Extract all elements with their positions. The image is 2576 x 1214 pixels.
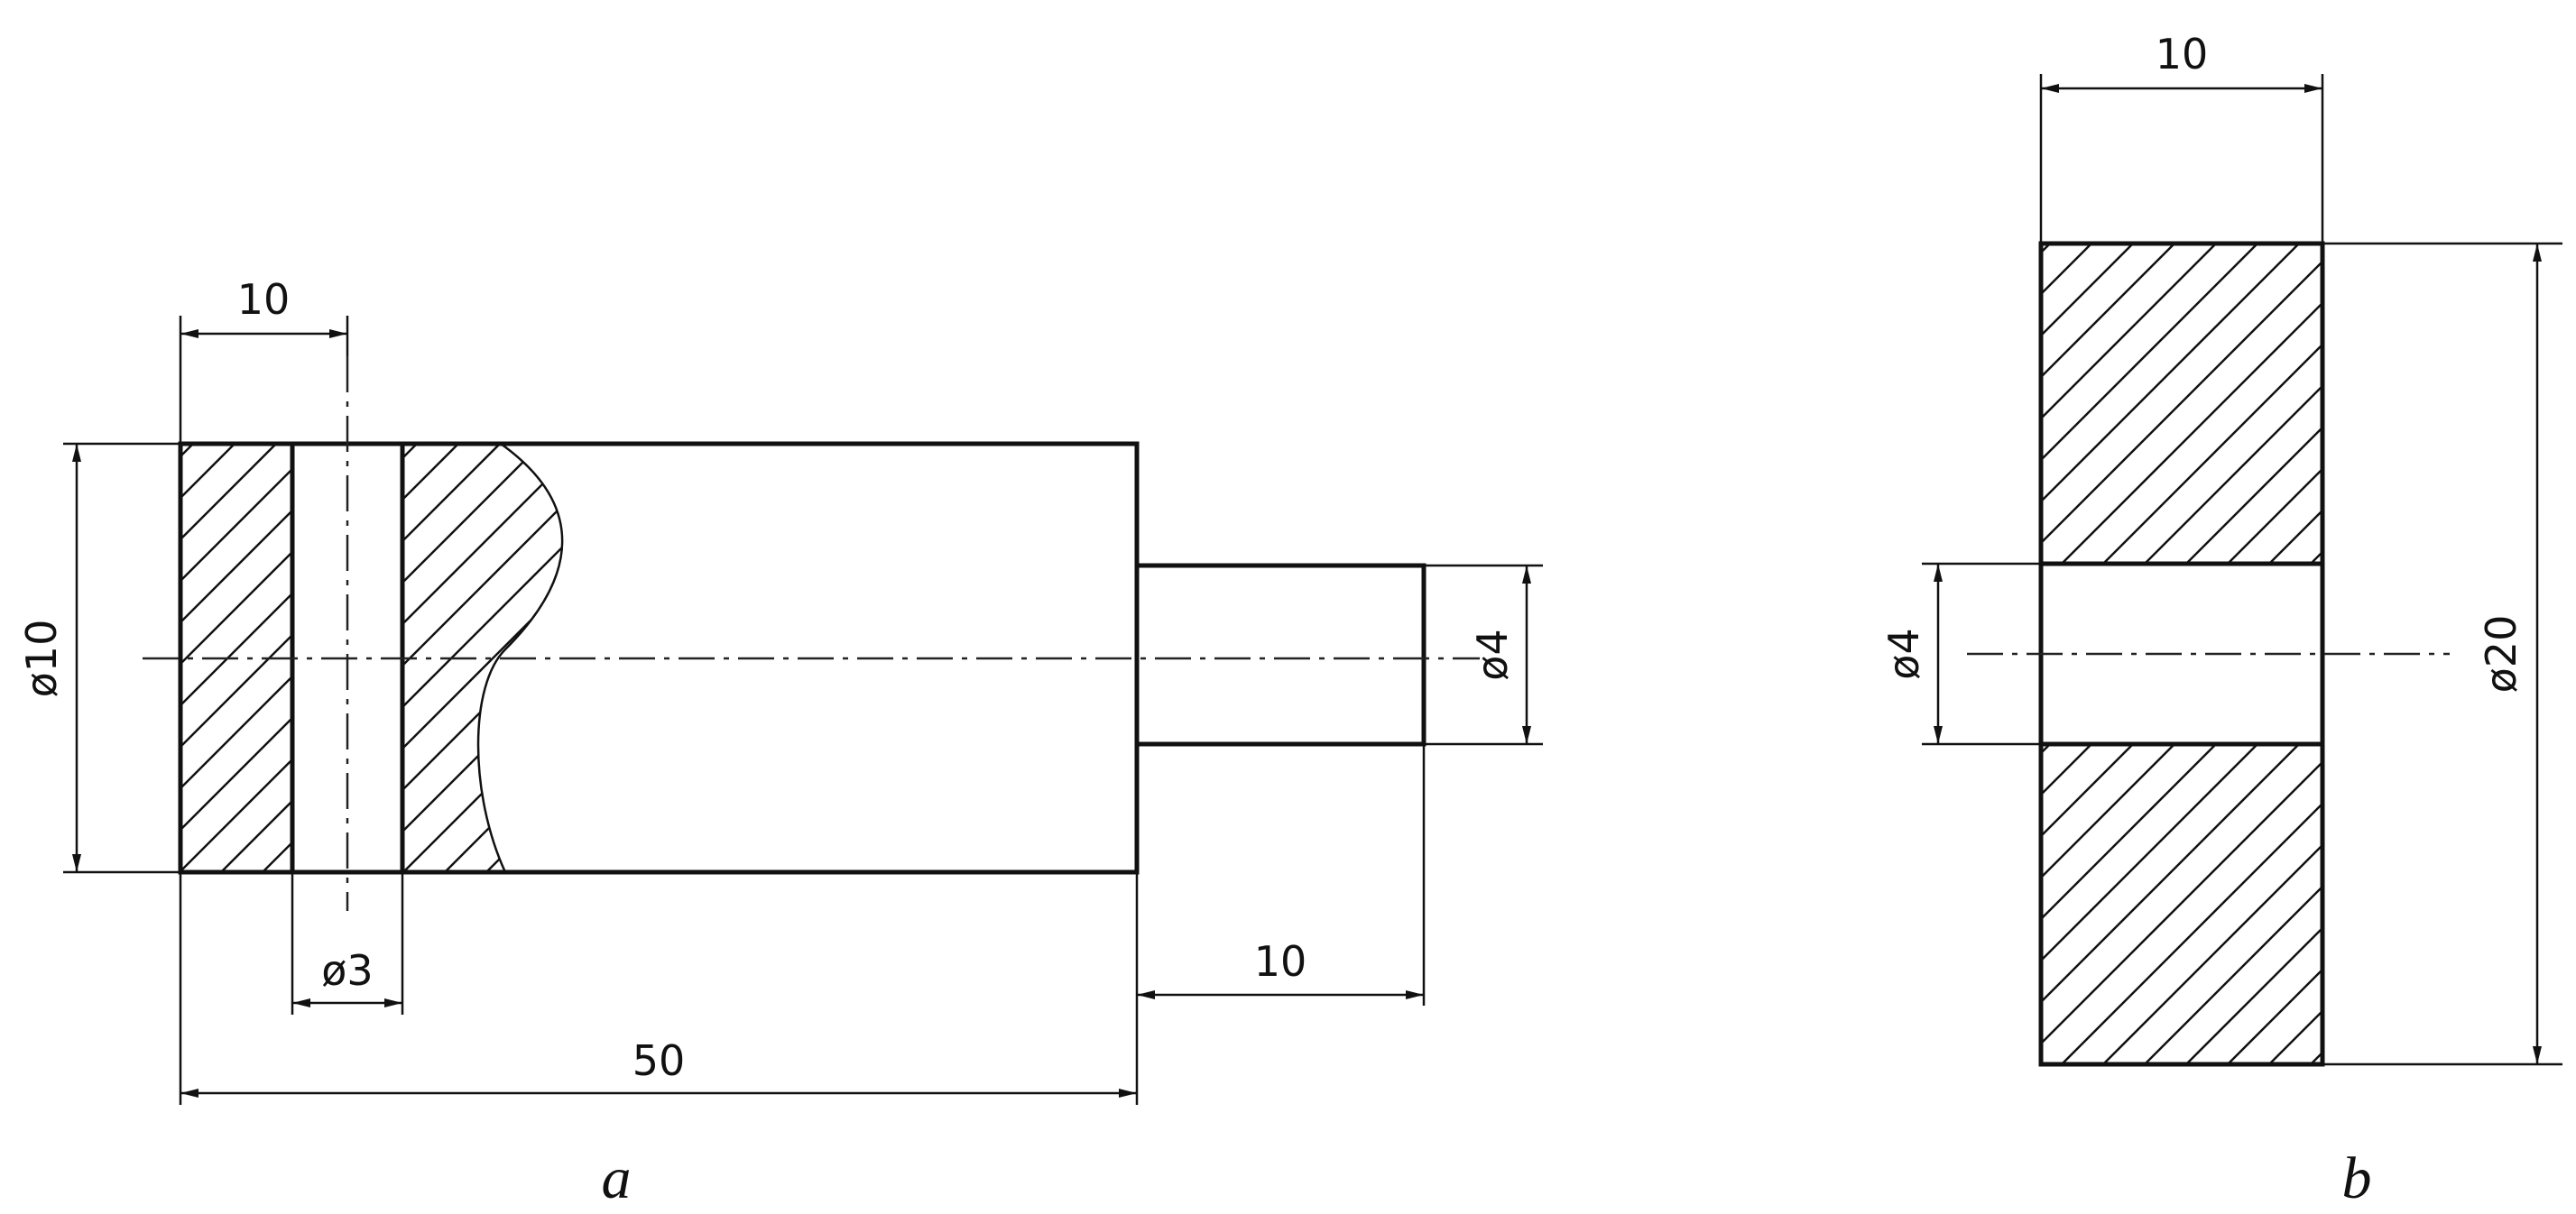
hatch-stroke [2227, 467, 2322, 564]
hatch-stroke [1481, 744, 1801, 1064]
caption-b: b [2342, 1145, 2372, 1211]
hatch-stroke [2144, 885, 2322, 1064]
dim-text-outer-diameter: ø10 [17, 620, 66, 698]
hatch-stroke [1688, 744, 2008, 1064]
hatch-stroke [2268, 1009, 2322, 1064]
hatch-stroke [2185, 926, 2322, 1064]
shaft-outline [1137, 563, 1426, 747]
hatch-stroke [2227, 968, 2322, 1064]
hatch-stroke [1481, 244, 1801, 564]
figure-a: 10 ø10 ø3 50 10 ø4 a [17, 275, 1543, 1211]
hatch-stroke [1522, 244, 1842, 564]
hatch-stroke [2041, 244, 2258, 462]
hatch-stroke [180, 509, 292, 624]
hatch-stroke [2102, 343, 2322, 564]
dim-text-shaft-length: 10 [1254, 937, 1307, 986]
hatch-stroke [2268, 509, 2322, 564]
hatch-stroke [1605, 744, 1925, 1064]
hatch-stroke [180, 758, 292, 872]
hatch-stroke [2102, 843, 2322, 1064]
hatch-stroke [2185, 426, 2322, 564]
hatch-stroke [2041, 744, 2092, 796]
hatch-stroke [180, 467, 292, 583]
dim-text-total-length: 50 [632, 1036, 686, 1085]
hatch-stroke [2041, 244, 2217, 420]
hatch-stroke [1564, 744, 1884, 1064]
hatch-stroke [1439, 744, 1759, 1064]
hatch-stroke [1522, 744, 1842, 1064]
hatch-stroke [2041, 744, 2051, 755]
hatch-stroke [2041, 244, 2051, 254]
dim-text-hole-spacing: 10 [237, 275, 291, 324]
dim-text-width: 10 [2156, 30, 2209, 78]
hatch-bottom-section [1439, 744, 2322, 1064]
hatch-stroke [2041, 744, 2258, 962]
hatch-stroke [1688, 244, 2008, 564]
hatch-stroke [180, 716, 292, 832]
hatch-stroke [402, 444, 542, 872]
hatch-stroke [1647, 244, 1967, 564]
hatch-stroke [2061, 301, 2322, 564]
hatch-stroke [2041, 744, 2134, 838]
hatch-stroke [2041, 244, 2300, 503]
figure-b: 10 ø4 ø20 b [1439, 30, 2562, 1211]
hatch-stroke [2041, 760, 2322, 1045]
hatch-stroke [2041, 244, 2175, 379]
hatch-stroke [1605, 244, 1925, 564]
caption-a: a [602, 1145, 632, 1211]
hatch-stroke [402, 444, 563, 872]
hatch-stroke [180, 444, 277, 541]
hatch-stroke [2041, 260, 2322, 545]
hatch-stroke [1647, 744, 1967, 1064]
hatch-stroke [2041, 244, 2134, 337]
break-line [476, 442, 564, 873]
hatch-stroke [402, 444, 501, 872]
hatch-stroke [2041, 744, 2300, 1004]
hatch-stroke [402, 444, 563, 872]
hatch-stroke [2041, 244, 2092, 296]
hatch-stroke [2041, 744, 2217, 921]
hatch-stroke [402, 444, 563, 872]
hatch-stroke [2041, 744, 2175, 879]
dim-text-shaft-diameter: ø4 [1468, 629, 1517, 680]
hatch-stroke [1564, 244, 1884, 564]
hatch-stroke [1439, 244, 1759, 564]
dim-text-outer-diameter: ø20 [2477, 615, 2525, 694]
dim-text-hole-diameter: ø3 [321, 946, 373, 995]
hatch-stroke [2061, 802, 2322, 1064]
hatch-stroke [402, 444, 563, 872]
dim-text-bore-diameter: ø4 [1879, 628, 1928, 679]
hatch-stroke [180, 550, 292, 666]
hatch-top-section [1439, 244, 2322, 564]
hatch-stroke [2144, 384, 2322, 564]
